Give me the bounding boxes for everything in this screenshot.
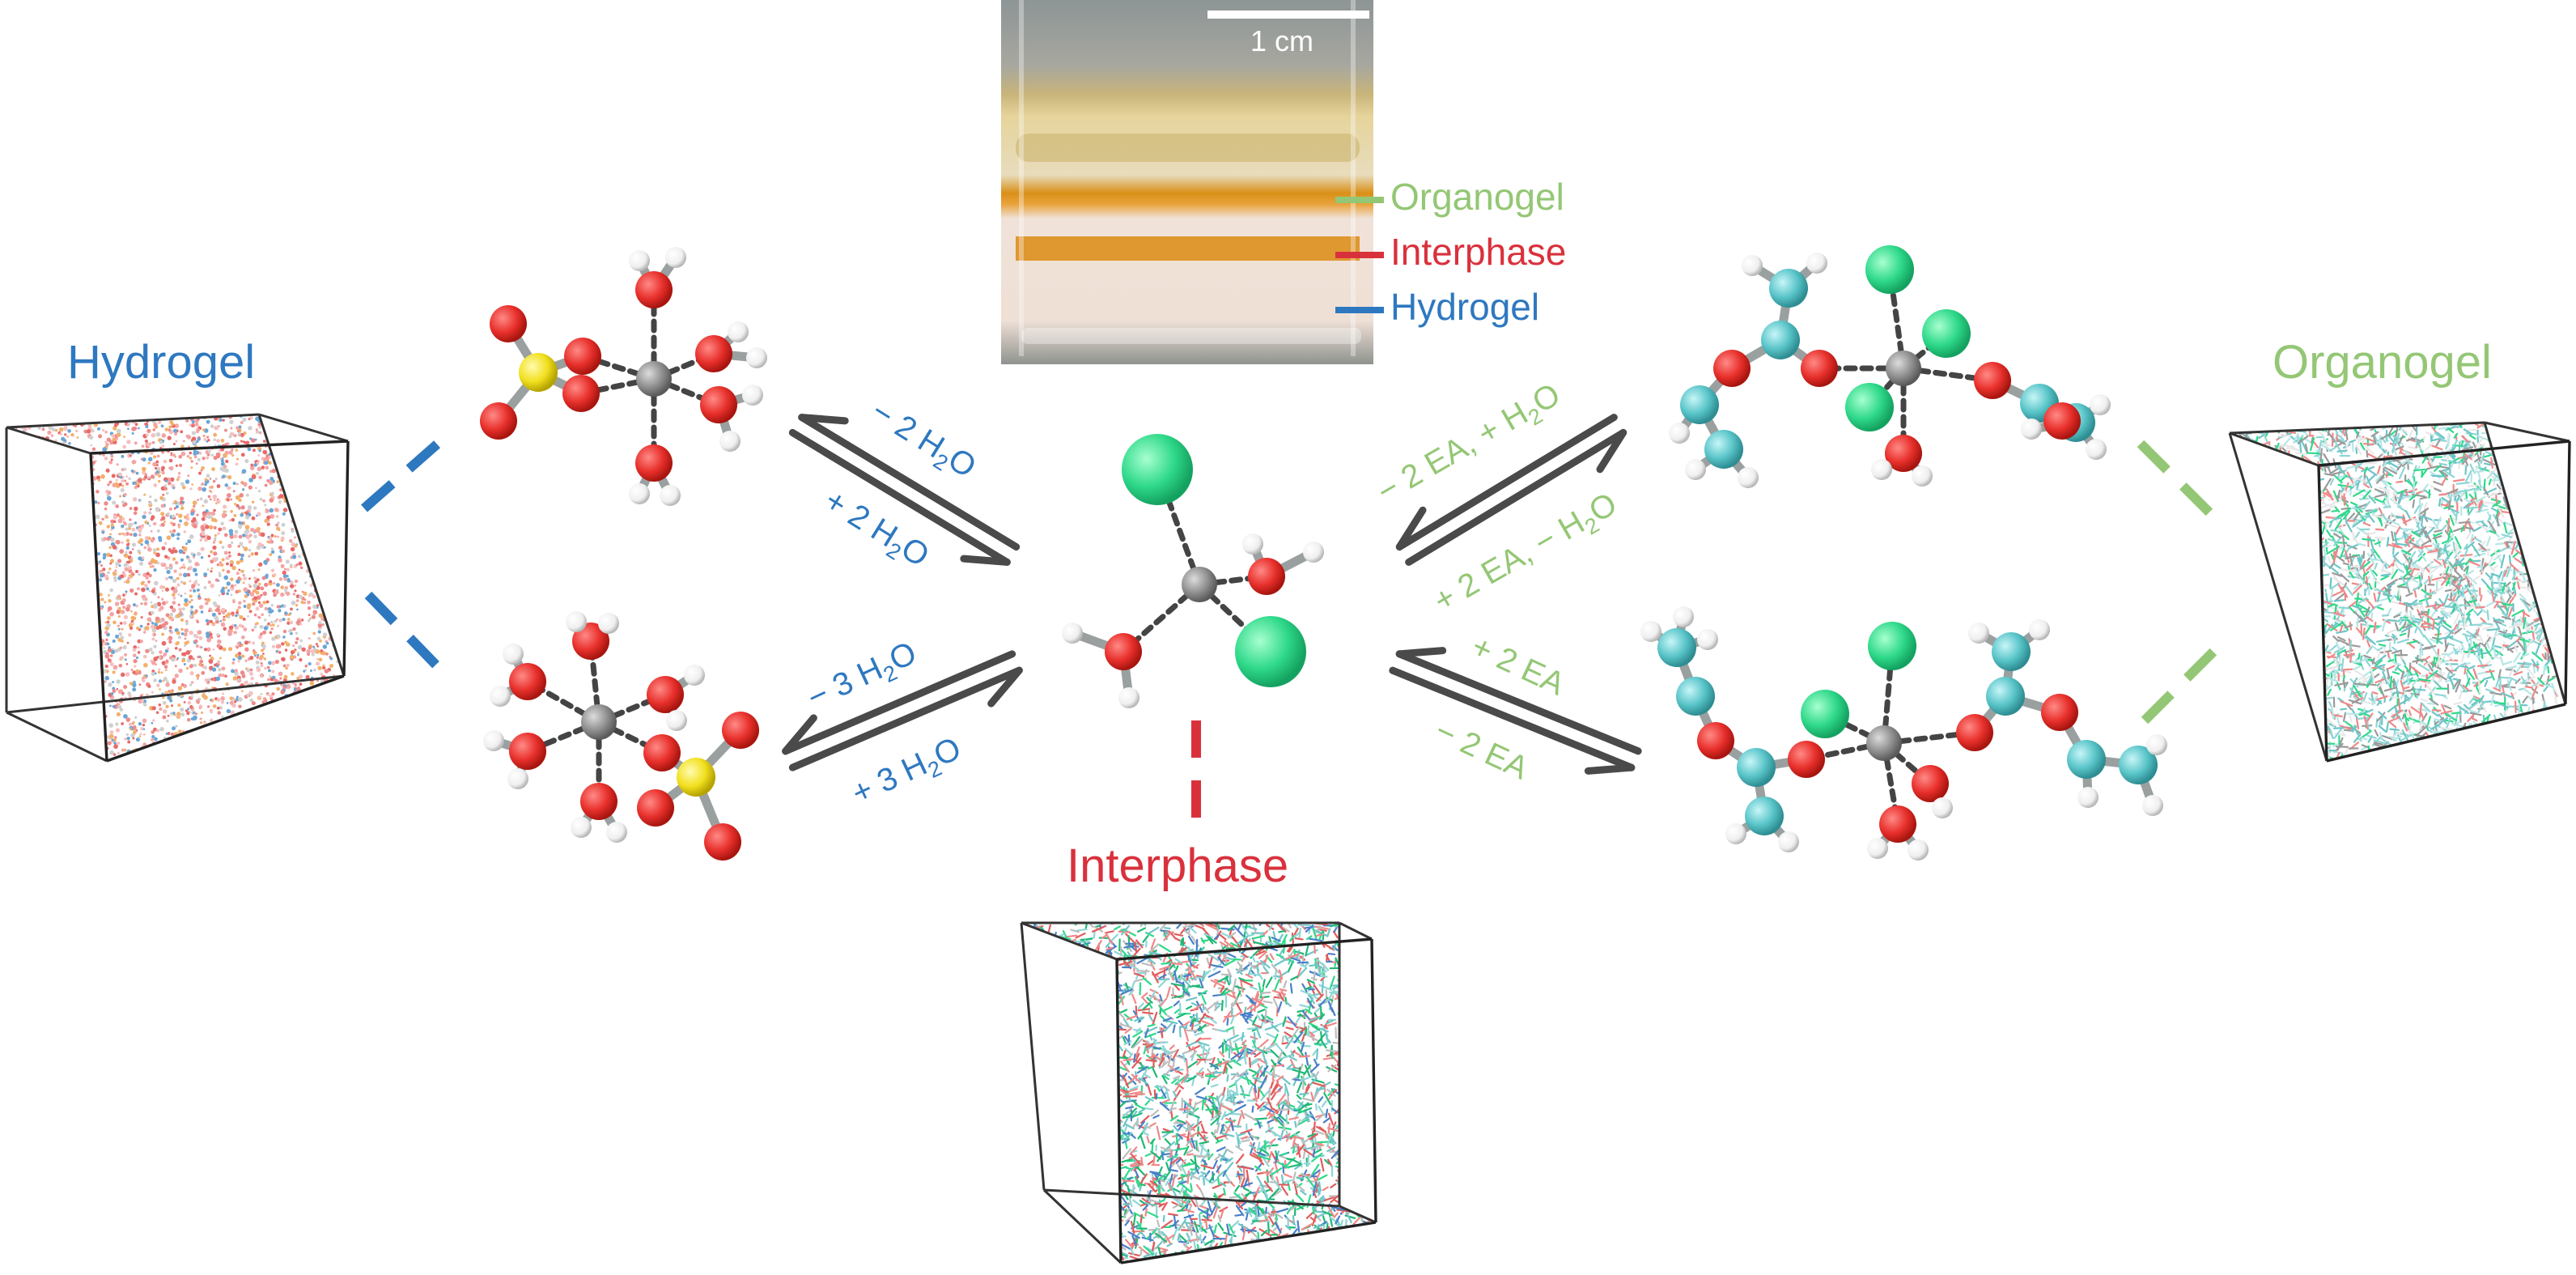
zinc-ea-chloride-icon — [1669, 245, 2111, 488]
zinc-chloride-dihydrate-icon — [1062, 434, 1324, 708]
vial-label-hydrogel: Hydrogel — [1390, 285, 1539, 329]
zinc-sulfate-hexahydrate-icon — [480, 247, 767, 506]
organogel-link-top — [2141, 444, 2213, 516]
hydrogel-link-bottom — [368, 595, 445, 674]
organogel-title: Organogel — [2273, 335, 2492, 389]
vial-label-interphase: Interphase — [1390, 230, 1566, 274]
organogel-simulation-box-icon — [2222, 414, 2576, 771]
zinc-bis-ea-icon — [1640, 606, 2167, 861]
hydrogel-title: Hydrogel — [67, 335, 255, 389]
organogel-link-bottom — [2145, 648, 2217, 720]
simulation-boxes — [4, 412, 2576, 1271]
scale-bar-label: 1 cm — [1250, 24, 1313, 58]
vial-label-organogel: Organogel — [1390, 175, 1564, 219]
vial-photo-background — [1001, 0, 1373, 364]
interphase-title: Interphase — [1067, 839, 1288, 893]
hydrogel-link-top — [364, 437, 445, 508]
interphase-simulation-box-icon — [1012, 912, 1385, 1271]
vial-photo-icon — [1001, 0, 1384, 364]
hydrogel-simulation-box-icon — [4, 412, 350, 763]
vial-interphase-band — [1016, 236, 1360, 261]
zinc-aqua-sulfate-icon — [483, 611, 759, 861]
